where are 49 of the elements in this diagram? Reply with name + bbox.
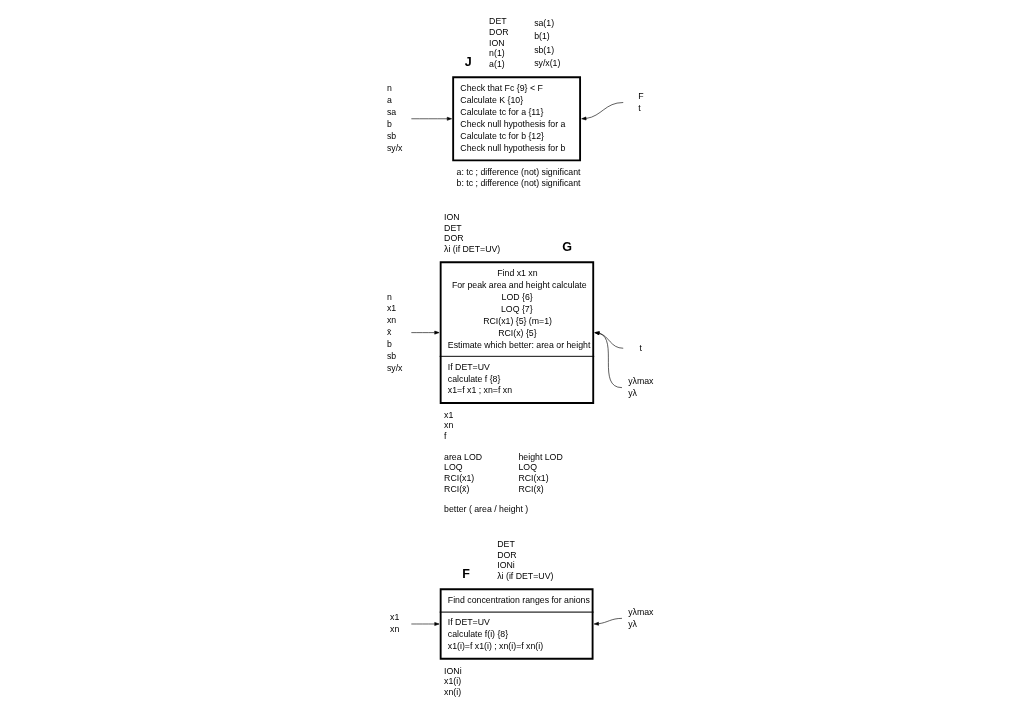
node-label: RCI(x̄)	[443, 483, 469, 494]
node-label: ION	[443, 212, 460, 223]
node-label: G	[561, 239, 572, 254]
node-label: b(1)	[533, 31, 550, 42]
node-text: yλmax yλ	[627, 606, 654, 629]
node-label: λi (if DET=UV)	[496, 571, 553, 582]
node-text: F t	[637, 90, 644, 113]
node-label: b: tc ; difference (not) significant	[456, 177, 580, 188]
node-label: RCI(x1)	[518, 472, 549, 483]
node-label: F	[461, 566, 470, 581]
node-text: t	[638, 342, 642, 353]
node-label: better ( area / height )	[443, 504, 528, 515]
node-label: DOR	[488, 27, 509, 38]
node-label: a(1)	[488, 59, 505, 69]
node-label: area LOD	[443, 451, 482, 462]
node-label: ION	[488, 37, 505, 48]
arrow	[593, 618, 622, 626]
node-text: x1 xn	[389, 612, 399, 635]
node-label: x1(i)	[443, 676, 461, 687]
arrow	[580, 102, 624, 121]
node-label: DET	[496, 539, 515, 550]
node-label: λi (if DET=UV)	[443, 244, 500, 255]
node-label: sb(1)	[533, 44, 554, 55]
node-label: IONi	[496, 560, 515, 571]
arrow	[410, 116, 452, 121]
node-label: IONi	[443, 665, 462, 676]
node-label: sa(1)	[533, 18, 554, 29]
node-label: n(1)	[488, 48, 505, 59]
node-label: LOQ	[518, 462, 537, 473]
arrow	[410, 330, 439, 335]
node-label: RCI(x̄)	[518, 483, 544, 494]
node-text: n a sa b sb sy/x	[386, 83, 402, 153]
node-label: xn	[443, 420, 453, 431]
node-label: J	[464, 54, 472, 69]
node-label: sy/x(1)	[533, 57, 560, 68]
node-label: LOQ	[443, 462, 463, 473]
node-text: yλmax yλ	[627, 376, 654, 398]
node-label: xn(i)	[443, 686, 461, 697]
node-label: a: tc ; difference (not) significant	[456, 167, 580, 178]
arrow	[410, 622, 439, 626]
node-label: x1	[443, 409, 453, 420]
node-text: n x1 xn x̄ b sb sy/x	[386, 291, 402, 373]
node-label: DET	[443, 222, 462, 233]
node-label: DOR	[443, 233, 464, 244]
node-label: height LOD	[518, 451, 563, 462]
node-label: DOR	[496, 549, 517, 560]
node-label: DET	[488, 16, 507, 27]
node-label: RCI(x1)	[443, 472, 474, 483]
node-label: f	[443, 431, 447, 442]
